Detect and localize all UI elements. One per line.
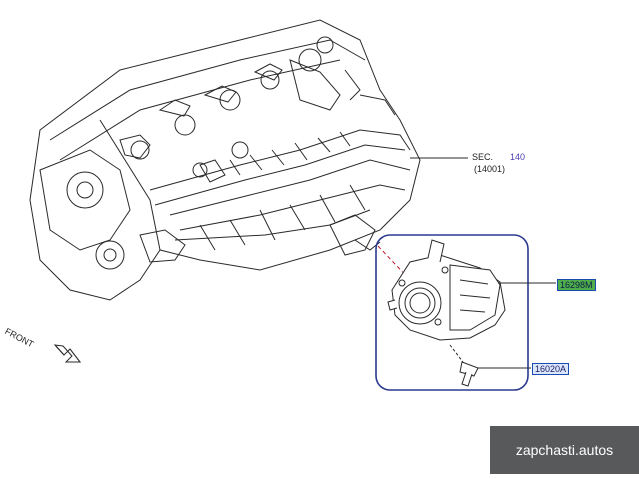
part-number-throttle-body[interactable]: 16298M [557, 279, 596, 291]
sec-label: SEC. [472, 152, 494, 162]
bolt [449, 344, 479, 387]
dashed-connector [377, 245, 413, 283]
watermark-text: zapchasti.autos [515, 442, 614, 458]
cylinder-head-assembly [29, 19, 421, 301]
sec-reference: (14001) [474, 164, 506, 174]
detail-frame [375, 234, 529, 391]
front-arrow-icon [53, 344, 82, 363]
throttle-body [387, 239, 506, 341]
sec-number: 140 [510, 152, 526, 162]
watermark-badge: zapchasti.autos [490, 426, 639, 474]
part-number-bolt[interactable]: 16020A [532, 363, 570, 375]
